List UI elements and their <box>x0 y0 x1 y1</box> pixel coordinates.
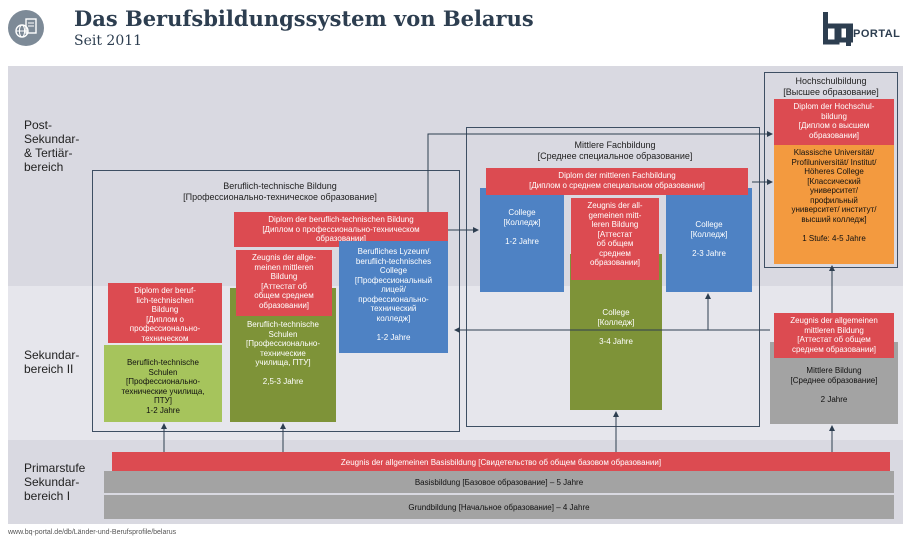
box-zeugnis-mid: Zeugnis der allge- meinen mittleren Bild… <box>236 250 332 316</box>
box-college-right: College [Колледж] 2-3 Jahre <box>666 188 752 292</box>
level-label-secondary: Sekundar- bereich II <box>24 348 80 376</box>
arrow-prof-to-higher <box>427 131 773 212</box>
box-zeugnis-basic: Zeugnis der allgemeinen Basisbildung [Св… <box>112 452 890 472</box>
logo-text: PORTAL <box>853 28 901 40</box>
globe-document-icon <box>8 10 44 46</box>
box-zeugnis-general: Zeugnis der allgemeinen mittleren Bildun… <box>774 313 894 358</box>
level-label-primary: Primarstufe Sekundar- bereich I <box>24 461 86 503</box>
frame-vocational <box>92 170 460 432</box>
frame-title-specialized: Mittlere Fachbildung [Среднее специально… <box>537 140 693 161</box>
band-tertiary <box>8 66 903 286</box>
box-diploma-higher: Diplom der Hochschul- bildung [Диплом о … <box>774 99 894 145</box>
frame-specialized <box>466 127 760 427</box>
box-college-left: College [Колледж] 1-2 Jahre <box>480 188 564 292</box>
box-lyceum: Berufliches Lyzeum/ beruflich-technische… <box>339 241 448 353</box>
bq-logo-icon <box>823 12 853 46</box>
frame-title-higher: Hochschulbildung [Высшее образование] <box>783 76 879 97</box>
box-primary-education: Grundbildung [Начальное образование] – 4… <box>104 495 894 519</box>
page-subtitle: Seit 2011 <box>74 33 143 49</box>
box-basic-education: Basisbildung [Базовое образование] – 5 J… <box>104 471 894 493</box>
page-title: Das Berufsbildungssystem von Belarus <box>74 6 534 31</box>
box-diploma-specialized: Diplom der mittleren Fachbildung [Диплом… <box>486 168 748 195</box>
box-college-mid: College [Колледж] 3-4 Jahre <box>570 254 662 410</box>
box-university: Klassische Universität/ Profiluniversitä… <box>774 128 894 264</box>
level-label-tertiary: Post- Sekundar- & Tertiär- bereich <box>24 118 80 174</box>
box-zeugnis-college: Zeugnis der all- gemeinen mitt- leren Bi… <box>571 198 659 280</box>
footer-url[interactable]: www.bq-portal.de/db/Länder-und-Berufspro… <box>8 529 177 536</box>
frame-title-vocational: Beruflich-technische Bildung [Профессион… <box>183 181 377 202</box>
box-diploma-prof-left: Diplom der beruf- lich-technischen Bildu… <box>108 283 222 343</box>
box-schools-left: Beruflich-technische Schulen [Профессион… <box>104 345 222 422</box>
